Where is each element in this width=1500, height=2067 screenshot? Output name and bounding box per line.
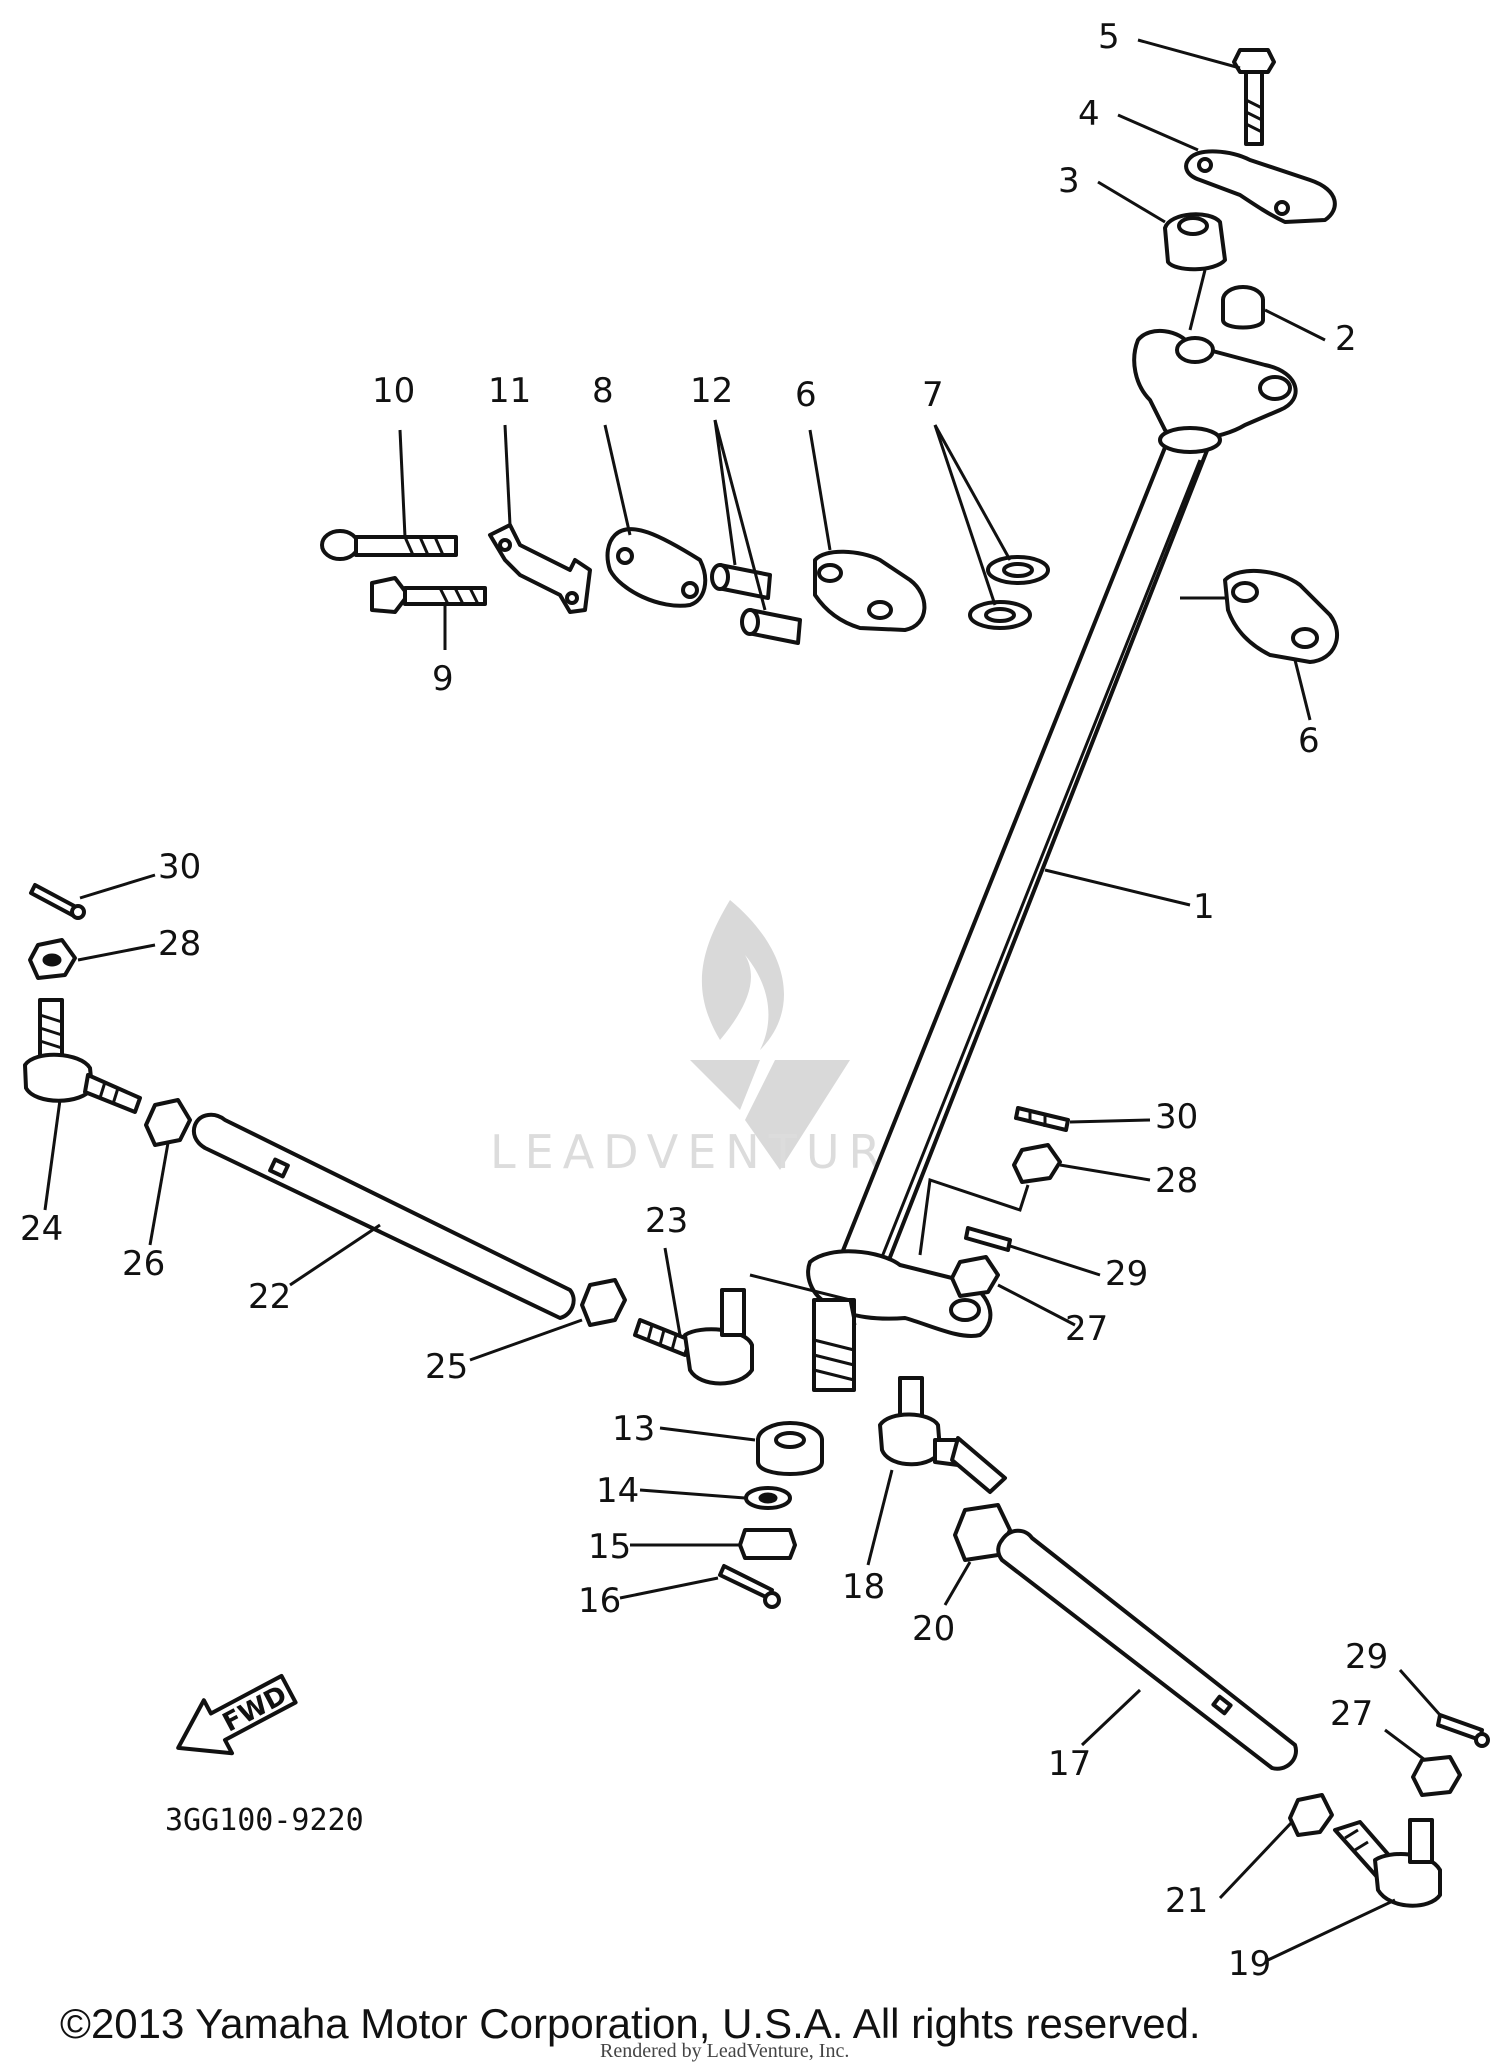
callout-11: 11 (488, 371, 531, 411)
part-6-holder-right (1223, 568, 1340, 664)
part-28-nut-right (1012, 1143, 1062, 1184)
part-5-bolt (1232, 48, 1276, 146)
callout-1: 1 (1193, 887, 1215, 927)
part-8-plate (605, 527, 708, 608)
callout-15: 15 (588, 1527, 631, 1567)
callout-30-right: 30 (1155, 1097, 1198, 1137)
watermark-text: LEADVENTURE (490, 1125, 928, 1179)
part-25-nut (580, 1278, 627, 1327)
handlebar-holder-lower (1132, 328, 1298, 454)
part-3-upper-holder (1163, 212, 1227, 272)
leader-lines (43, 38, 1442, 1962)
callout-29-lower: 29 (1345, 1637, 1388, 1677)
part-22-tie-rod (191, 1112, 576, 1320)
leadventure-watermark: LEADVENTURE (490, 900, 928, 1179)
part-27-nut-lower (1411, 1755, 1462, 1797)
callout-numbers: 5 4 3 2 10 11 8 12 6 7 9 6 1 30 28 24 26… (20, 17, 1388, 1984)
callout-5: 5 (1098, 17, 1120, 57)
callout-23: 23 (645, 1201, 688, 1241)
callout-12: 12 (690, 371, 733, 411)
callout-27-lower: 27 (1330, 1694, 1373, 1734)
callout-2: 2 (1335, 319, 1357, 359)
rendered-by-text: Rendered by LeadVenture, Inc. (600, 2040, 850, 2062)
callout-3: 3 (1058, 161, 1080, 201)
part-29-pin-right (964, 1226, 1012, 1252)
part-10-bolt (320, 529, 458, 561)
part-6-holder-left (813, 549, 927, 632)
callout-28-right: 28 (1155, 1161, 1198, 1201)
part-24-tie-rod-end (23, 998, 142, 1114)
callout-13: 13 (612, 1409, 655, 1449)
part-18-tie-rod-end (878, 1376, 1007, 1494)
part-16-cotter-pin (718, 1564, 781, 1609)
part-21-nut (1288, 1793, 1334, 1837)
part-28-nut-left (28, 938, 77, 980)
callout-27-right: 27 (1065, 1309, 1108, 1349)
part-4-plate (1184, 149, 1337, 224)
callout-4: 4 (1078, 94, 1100, 134)
part-30-pin-right (1014, 1106, 1070, 1132)
callout-16: 16 (578, 1581, 621, 1621)
callout-8: 8 (592, 371, 614, 411)
callout-30-left: 30 (158, 847, 201, 887)
callout-26: 26 (122, 1244, 165, 1284)
callout-24: 24 (20, 1209, 63, 1249)
fwd-arrow: FWD (176, 1673, 298, 1756)
part-19-tie-rod-end (1333, 1818, 1442, 1908)
part-11-lockplate (488, 523, 592, 614)
callout-7: 7 (922, 375, 944, 415)
part-14-washer (744, 1486, 792, 1510)
part-15-nut (738, 1528, 797, 1560)
callout-18: 18 (842, 1567, 885, 1607)
part-27-nut-right (950, 1255, 1000, 1298)
copyright-text: ©2013 Yamaha Motor Corporation, U.S.A. A… (60, 2000, 1201, 2047)
callout-10: 10 (372, 371, 415, 411)
part-2-plug (1221, 285, 1265, 330)
callout-20: 20 (912, 1609, 955, 1649)
part-13-seal (756, 1421, 824, 1476)
callout-19: 19 (1228, 1944, 1271, 1984)
part-26-nut (144, 1098, 192, 1147)
part-23-tie-rod-end (633, 1288, 754, 1386)
callout-25: 25 (425, 1347, 468, 1387)
callout-17: 17 (1048, 1744, 1091, 1784)
callout-29-right: 29 (1105, 1254, 1148, 1294)
callout-28-left: 28 (158, 924, 201, 964)
part-17-tie-rod (996, 1528, 1298, 1771)
callout-14: 14 (596, 1471, 639, 1511)
part-7-collars (968, 555, 1050, 630)
callout-21: 21 (1165, 1881, 1208, 1921)
callout-6-left: 6 (795, 375, 817, 415)
callout-6-right: 6 (1298, 721, 1320, 761)
part-9-bolt (370, 576, 487, 614)
part-12-collars (710, 563, 802, 645)
callout-22: 22 (248, 1277, 291, 1317)
diagram-part-number: 3GG100-9220 (165, 1803, 364, 1838)
part-29-pin-lower (1436, 1713, 1490, 1748)
callout-9: 9 (432, 659, 454, 699)
part-30-pin-left (29, 883, 86, 920)
